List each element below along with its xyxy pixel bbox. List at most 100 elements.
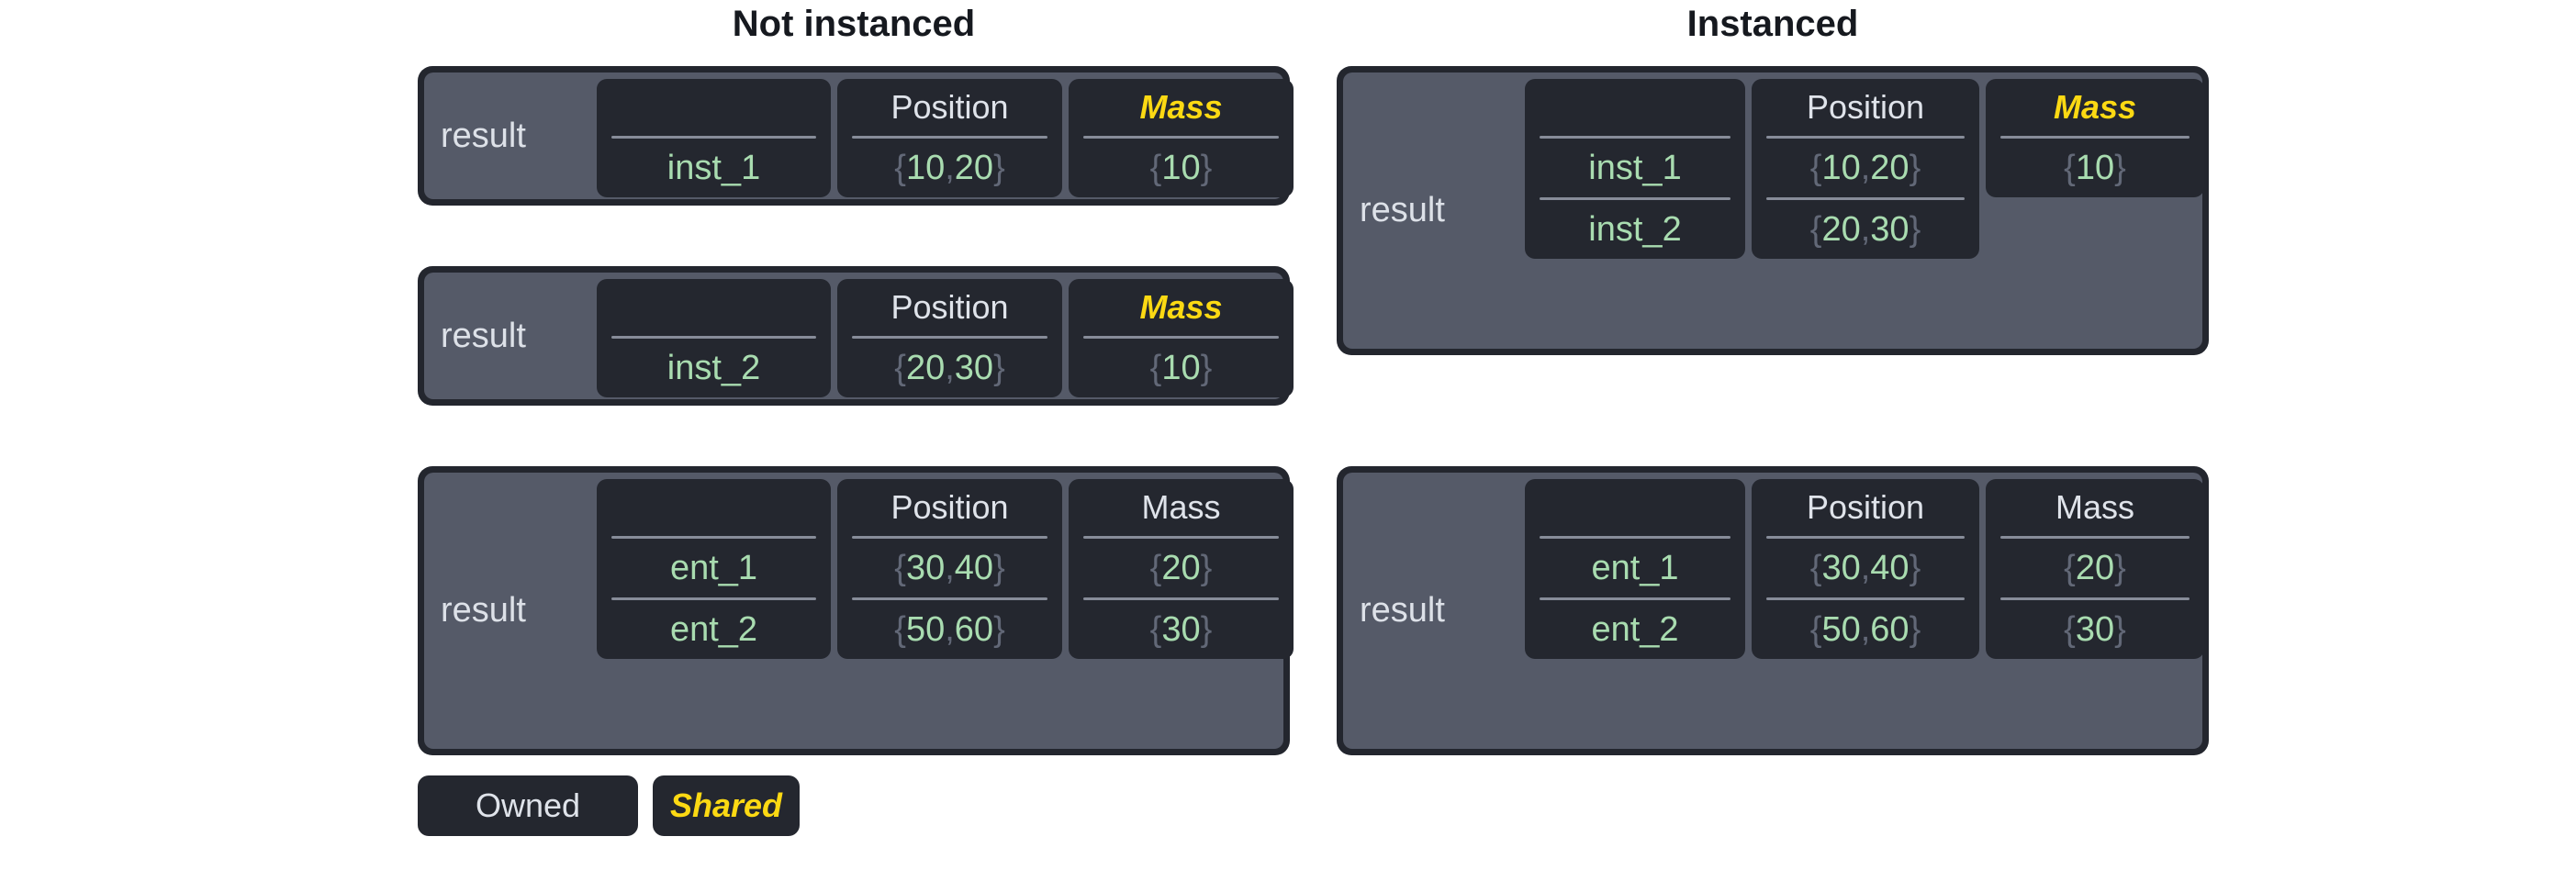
column-position: Position {30, 40} {50, 60}	[837, 479, 1062, 659]
table-card-not-instanced-3: result ent_1 ent_2 Position {30, 40} {50, 60…	[418, 466, 1294, 755]
legend: Owned Shared	[418, 775, 800, 836]
divider	[1083, 536, 1279, 539]
column-name: inst_1 inst_2	[1525, 79, 1745, 259]
column-header	[611, 79, 816, 136]
divider	[1766, 197, 1965, 200]
divider	[852, 136, 1047, 139]
column-position: Position {10, 20} {20, 30}	[1752, 79, 1979, 259]
column-header: Mass	[1139, 88, 1223, 126]
column-title-not-instanced: Not instanced	[732, 4, 976, 44]
column-header	[611, 479, 816, 536]
table-cell: inst_2	[1588, 210, 1682, 249]
table-cell: {30, 40}	[894, 549, 1005, 587]
table-cell: {50, 60}	[1809, 610, 1921, 649]
divider	[2000, 597, 2190, 600]
divider	[611, 597, 816, 600]
table-card-instanced-1: result inst_1 inst_2 Position {10, 20} {20, …	[1337, 66, 2209, 355]
column-position: Position {30, 40} {50, 60}	[1752, 479, 1979, 659]
column-mass: Mass {10}	[1069, 79, 1294, 197]
column-name: inst_1	[597, 79, 831, 197]
table-card-instanced-2: result ent_1 ent_2 Position {30, 40} {50, 60…	[1337, 466, 2209, 755]
table-cell: ent_1	[1591, 549, 1679, 587]
divider	[852, 536, 1047, 539]
divider	[1540, 597, 1730, 600]
table-cell: {20}	[2064, 549, 2126, 587]
table-card-not-instanced-2: result inst_2 Position {20, 30} Mass {10}	[418, 266, 1294, 406]
table-cell: ent_1	[669, 549, 758, 587]
column-header: Position	[1806, 488, 1925, 526]
divider	[852, 597, 1047, 600]
table-cell: {10}	[1149, 349, 1213, 387]
column-header	[1540, 79, 1730, 136]
divider	[611, 536, 816, 539]
legend-chip-owned: Owned	[418, 775, 638, 836]
table-cell: {50, 60}	[894, 610, 1005, 649]
table-cell: {10}	[2064, 149, 2126, 187]
table-cell: {10}	[1149, 149, 1213, 187]
table-panel: result inst_2 Position {20, 30} Mass {10}	[424, 273, 1294, 399]
divider	[1766, 597, 1965, 600]
table-cell: inst_1	[666, 149, 761, 187]
column-header	[1540, 479, 1730, 536]
table-columns: ent_1 ent_2 Position {30, 40} {50, 60} Mass {2…	[597, 473, 1300, 749]
result-label: result	[441, 591, 526, 630]
legend-chip-shared: Shared	[653, 775, 800, 836]
divider	[1083, 136, 1279, 139]
column-position: Position {20, 30}	[837, 279, 1062, 397]
table-columns: inst_1 Position {10, 20} Mass {10}	[597, 72, 1300, 199]
table-panel: result inst_1 inst_2 Position {10, 20} {20, …	[1343, 72, 2204, 349]
column-mass: Mass {10}	[1069, 279, 1294, 397]
column-mass: Mass {20} {30}	[1069, 479, 1294, 659]
divider	[611, 336, 816, 339]
column-header: Mass	[1139, 288, 1223, 326]
column-header: Position	[890, 88, 1009, 126]
table-cell: {10, 20}	[1809, 149, 1921, 187]
table-panel: result ent_1 ent_2 Position {30, 40} {50, 60…	[1343, 473, 2204, 749]
column-header: Position	[1806, 88, 1925, 126]
column-header: Mass	[2055, 488, 2134, 526]
table-columns: inst_2 Position {20, 30} Mass {10}	[597, 273, 1300, 399]
table-cell: {30}	[2064, 610, 2126, 649]
table-panel: result inst_1 Position {10, 20} Mass {10}	[424, 72, 1294, 199]
table-cell: inst_2	[666, 349, 761, 387]
result-label: result	[441, 116, 526, 155]
table-card-not-instanced-1: result inst_1 Position {10, 20} Mass {10}	[418, 66, 1294, 206]
divider	[1766, 136, 1965, 139]
column-header: Position	[890, 288, 1009, 326]
divider	[1083, 336, 1279, 339]
column-name: ent_1 ent_2	[597, 479, 831, 659]
column-header: Mass	[2053, 88, 2137, 126]
result-label: result	[1360, 591, 1445, 630]
table-cell: {30, 40}	[1809, 549, 1921, 587]
column-name: inst_2	[597, 279, 831, 397]
divider	[1540, 136, 1730, 139]
table-cell: inst_1	[1588, 149, 1682, 187]
table-cell: {20}	[1149, 549, 1213, 587]
table-cell: {20, 30}	[1809, 210, 1921, 249]
column-position: Position {10, 20}	[837, 79, 1062, 197]
table-cell: ent_2	[669, 610, 758, 649]
divider	[1083, 597, 1279, 600]
column-header: Position	[890, 488, 1009, 526]
divider	[1540, 536, 1730, 539]
column-mass: Mass {20} {30}	[1986, 479, 2204, 659]
divider	[852, 336, 1047, 339]
table-columns: inst_1 inst_2 Position {10, 20} {20, 30} Mass…	[1525, 72, 2211, 349]
table-cell: {30}	[1149, 610, 1213, 649]
table-columns: ent_1 ent_2 Position {30, 40} {50, 60} Mass {2…	[1525, 473, 2211, 749]
divider	[1766, 536, 1965, 539]
column-mass: Mass {10}	[1986, 79, 2204, 197]
result-label: result	[441, 316, 526, 355]
divider	[2000, 536, 2190, 539]
divider	[611, 136, 816, 139]
column-name: ent_1 ent_2	[1525, 479, 1745, 659]
divider	[2000, 136, 2190, 139]
column-header: Mass	[1141, 488, 1221, 526]
table-cell: {10, 20}	[894, 149, 1005, 187]
column-title-instanced: Instanced	[1686, 4, 1859, 44]
table-cell: ent_2	[1591, 610, 1679, 649]
column-header	[611, 279, 816, 336]
result-label: result	[1360, 191, 1445, 229]
table-cell: {20, 30}	[894, 349, 1005, 387]
table-panel: result ent_1 ent_2 Position {30, 40} {50, 60…	[424, 473, 1294, 749]
